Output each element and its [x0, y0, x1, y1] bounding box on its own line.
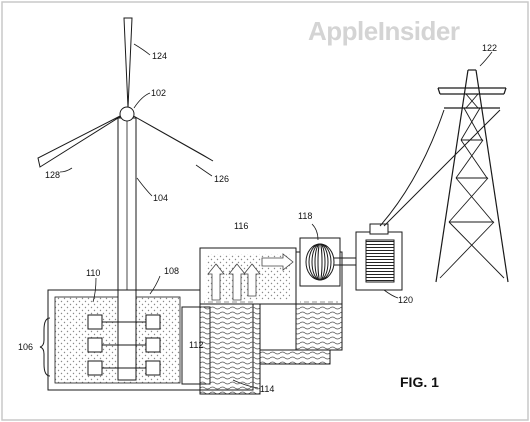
- label-102: 102: [151, 88, 166, 98]
- label-116: 116: [234, 221, 248, 231]
- label-110: 110: [86, 268, 100, 278]
- label-122: 122: [482, 43, 497, 53]
- reference-labels: 124 102 128 126 104 122 116 118 120 110 …: [18, 43, 497, 394]
- watermark: AppleInsider: [308, 16, 460, 46]
- brace-106: [39, 317, 51, 377]
- label-126: 126: [214, 174, 229, 184]
- label-104: 104: [153, 193, 168, 203]
- label-118: 118: [298, 211, 312, 221]
- label-112: 112: [189, 340, 203, 350]
- label-120: 120: [398, 295, 413, 305]
- shaft: [334, 257, 356, 266]
- leader-lines-turbine: [59, 43, 213, 197]
- blade-left: [37, 112, 127, 168]
- figure-caption: FIG. 1: [400, 374, 439, 390]
- generator-120: [355, 223, 403, 291]
- chamber-116: [199, 247, 297, 305]
- steam-arrows: [207, 253, 294, 301]
- blade-right: [129, 113, 214, 162]
- blade-top: [123, 17, 133, 109]
- transmission-tower: [435, 69, 509, 283]
- label-108: 108: [164, 266, 179, 276]
- coil-118: [299, 237, 341, 287]
- label-114: 114: [260, 384, 274, 394]
- label-106: 106: [18, 342, 33, 352]
- power-lines: [379, 109, 501, 227]
- label-128: 128: [45, 170, 60, 180]
- hub: [119, 106, 135, 122]
- label-124: 124: [152, 51, 167, 61]
